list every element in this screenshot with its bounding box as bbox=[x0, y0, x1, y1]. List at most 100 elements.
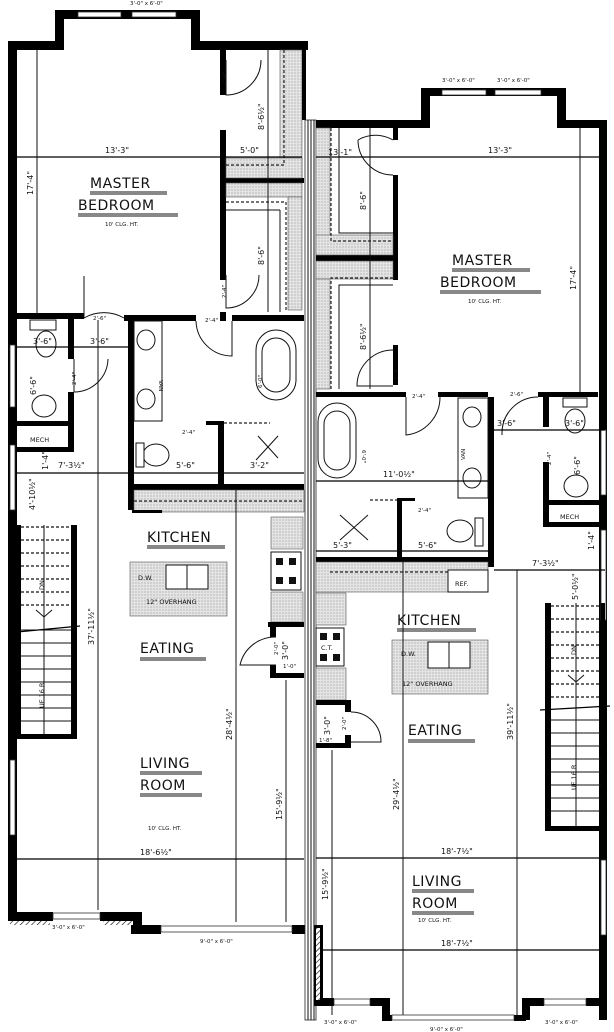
powder-dim: 3'-6" bbox=[33, 337, 52, 346]
right-master-width: 13'-3" bbox=[488, 146, 512, 155]
right-pantry-door[interactable] bbox=[350, 711, 382, 743]
right-top-window-1 bbox=[441, 89, 487, 96]
right-eating-label: EATING bbox=[408, 723, 462, 739]
right-living-width: 18'-7½" bbox=[441, 939, 473, 948]
hall-dim: 7'-3½" bbox=[58, 461, 85, 470]
vanity-label: VAN bbox=[461, 449, 467, 460]
door-width: 2'-6" bbox=[93, 316, 106, 322]
right-closet-door-1[interactable] bbox=[357, 134, 394, 176]
bath-dim: 11'-0½" bbox=[383, 470, 415, 479]
left-living-ceiling: 10' CLG. HT. bbox=[148, 826, 182, 832]
right-master-ceiling: 10' CLG. HT. bbox=[468, 299, 502, 305]
overhang-label: 12" OVERHANG bbox=[146, 598, 197, 606]
door-width: 2'-4" bbox=[547, 452, 553, 465]
right-kitchen-label: KITCHEN bbox=[397, 613, 461, 629]
sink-icon bbox=[136, 388, 156, 410]
pantry-dim: 3'-0" bbox=[323, 716, 332, 735]
left-eating-label: EATING bbox=[140, 641, 194, 657]
left-top-window bbox=[77, 11, 122, 18]
right-bottom-window-2: 9'-0" x 6'-0" bbox=[430, 1027, 463, 1032]
door-width: 2'-6" bbox=[510, 392, 523, 398]
right-living-width: 18'-7½" bbox=[441, 847, 473, 856]
stairs-dn-label: DN bbox=[38, 580, 46, 590]
dishwasher-label: D.W. bbox=[138, 574, 153, 582]
cooktop-label: C.T. bbox=[321, 644, 333, 652]
bath-door[interactable] bbox=[195, 320, 233, 357]
right-closet-door-2[interactable] bbox=[356, 349, 394, 387]
door-width: 2'-4" bbox=[205, 318, 218, 324]
door-width: 2'-4" bbox=[394, 367, 400, 380]
left-stairs[interactable]: DN UF 16 R bbox=[16, 525, 81, 739]
left-unit: 3'-0" x 6'-0" 3'-0" x 6'-0" 9'-0" x 6'-0… bbox=[8, 1, 314, 945]
pantry-dim: 3'-0" bbox=[281, 641, 290, 660]
pantry-dim: 1'-8" bbox=[319, 738, 332, 744]
right-bath-door[interactable] bbox=[405, 396, 441, 436]
right-stairs[interactable]: DN UF 16 R bbox=[539, 603, 611, 831]
refrigerator bbox=[447, 569, 489, 593]
left-closet-width: 5'-0" bbox=[240, 146, 259, 155]
hall-dim: 7'-3½" bbox=[532, 559, 559, 568]
right-master-depth: 17'-4" bbox=[569, 266, 578, 290]
door-width: 2'-4" bbox=[222, 72, 228, 85]
door-width: 2'-4" bbox=[72, 372, 78, 385]
left-living-label-2: ROOM bbox=[140, 778, 186, 794]
ref-label: REF. bbox=[455, 580, 468, 588]
stairs-dn-label: DN bbox=[570, 645, 578, 655]
sink-icon bbox=[462, 406, 482, 428]
hall-dim: 1'-4" bbox=[41, 451, 50, 470]
right-overall-dim: 39'-11½" bbox=[506, 703, 515, 740]
shower-drain-icon bbox=[255, 435, 279, 461]
pantry-door[interactable] bbox=[239, 636, 277, 666]
powder-dim: 6'-6" bbox=[29, 376, 38, 395]
door-width: 2'-4" bbox=[412, 394, 425, 400]
left-living-width: 18'-6½" bbox=[140, 848, 172, 857]
right-living-label-2: ROOM bbox=[412, 896, 458, 912]
left-living-label-1: LIVING bbox=[140, 756, 190, 772]
right-overall-dim: 29'-4½" bbox=[392, 778, 401, 810]
sink-icon bbox=[462, 467, 482, 489]
right-unit: 3'-0" x 6'-0" 3'-0" x 6'-0" 8'-6" 8'-6½"… bbox=[314, 78, 611, 1032]
left-top-window-label: 3'-0" x 6'-0" bbox=[130, 1, 163, 7]
tub-dim: 6'-0" bbox=[360, 450, 366, 463]
right-master-label-2: BEDROOM bbox=[440, 275, 517, 291]
powder-dim: 3'-6" bbox=[90, 337, 109, 346]
sink-icon bbox=[563, 474, 589, 498]
right-bedroom-door[interactable] bbox=[501, 396, 539, 435]
hall-dim: 1'-4" bbox=[587, 531, 596, 550]
left-master-label-1: MASTER bbox=[90, 176, 151, 192]
toilet-icon bbox=[142, 443, 170, 467]
left-overall-dim: 28'-4½" bbox=[225, 708, 234, 740]
closet-door-1[interactable] bbox=[225, 59, 262, 96]
powder-dim: 3'-6" bbox=[497, 419, 516, 428]
left-bottom-window-2: 9'-0" x 6'-0" bbox=[200, 939, 233, 945]
door-width: 2'-4" bbox=[418, 508, 431, 514]
left-overall-dim: 37'-11½" bbox=[87, 608, 96, 645]
stairs-uf-label: UF 16 R bbox=[38, 682, 46, 708]
right-closet-dim: 8'-6½" bbox=[359, 323, 368, 350]
vanity-label: VAN bbox=[157, 380, 163, 391]
toilet-icon bbox=[35, 330, 57, 358]
left-closet-dim-2: 8'-6" bbox=[257, 246, 266, 265]
right-overall-dim: 15'-9½" bbox=[321, 868, 330, 900]
right-top-window-label: 3'-0" x 6'-0" bbox=[497, 78, 530, 84]
right-master-label-1: MASTER bbox=[452, 253, 513, 269]
powder-dim: 3'-6" bbox=[565, 419, 584, 428]
toilet-icon bbox=[446, 519, 474, 543]
bath-dim: 5'-3" bbox=[333, 541, 352, 550]
left-closet-dim-1: 8'-6½" bbox=[257, 103, 266, 130]
right-living-ceiling: 10' CLG. HT. bbox=[418, 918, 452, 924]
closet-door-2[interactable] bbox=[225, 274, 260, 309]
door-width: 2'-4" bbox=[182, 430, 195, 436]
hall-dim: 4'-10½" bbox=[28, 478, 37, 510]
left-overall-dim: 15'-9½" bbox=[275, 788, 284, 820]
toilet-tank bbox=[29, 319, 57, 331]
left-master-width: 13'-3" bbox=[105, 146, 129, 155]
toilet-icon bbox=[564, 408, 586, 434]
right-living-label-1: LIVING bbox=[412, 874, 462, 890]
tub-dim: 6'-0" bbox=[258, 375, 264, 388]
powder-door[interactable] bbox=[73, 358, 109, 393]
bedroom-door[interactable] bbox=[83, 276, 125, 319]
left-master-ceiling: 10' CLG. HT. bbox=[105, 222, 139, 228]
sink-icon bbox=[31, 394, 57, 418]
